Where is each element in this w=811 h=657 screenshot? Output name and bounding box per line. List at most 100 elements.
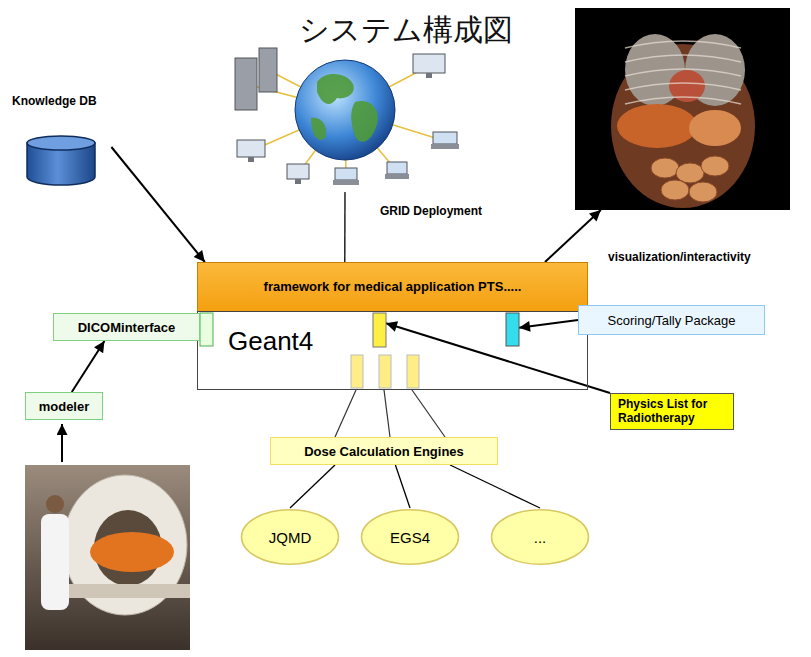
engine-port [407,355,419,388]
laptop-screen [335,168,357,180]
continent [311,118,326,140]
leader-line [412,390,445,437]
connector [545,210,601,262]
diagram-title: システム構成図 [299,10,513,51]
visualization-figure-shape [575,8,790,210]
physics-list-box: Physics List for Radiotherapy [610,393,734,430]
patient-table [60,584,190,598]
globe-land [311,74,378,142]
database-cylinder [27,136,95,185]
laptop-screen [387,162,407,174]
grid-label: GRID Deployment [380,204,482,218]
leader-line [335,390,356,437]
laptop-base [431,144,459,149]
server-icon [259,48,277,92]
connector [72,341,105,392]
intestine [651,158,679,178]
monitor-icon [237,140,265,157]
cylinder-top [27,136,95,150]
database-figure-shape [25,134,97,186]
engine-oval: EGS4 [360,508,460,566]
patient-figure [90,532,174,572]
photo-ground [25,465,190,650]
rib [625,97,741,104]
connector [111,147,204,262]
rib [625,55,741,62]
connector [386,323,610,393]
dicom-port [200,313,213,346]
scoring-port [506,313,519,346]
liver [617,104,697,148]
operator-coat [41,514,69,610]
engine-oval: JQMD [240,508,340,566]
grid-figure-svg [225,40,465,192]
grid-figure: GRID Deployment [225,40,482,218]
database-figure-svg [25,134,97,186]
monitor-icon [413,54,445,73]
dose-engines-box: Dose Calculation Engines [270,437,498,465]
box-label: modeler [39,399,90,414]
box-label: Physics List for Radiotherapy [618,397,726,426]
stomach [689,110,741,146]
monitor-stand [248,157,254,162]
intestine [701,156,729,176]
rib [625,83,741,90]
operator-head [46,495,64,513]
geant4-label: Geant4 [228,326,587,357]
connector [395,465,410,508]
box-label: Scoring/Tally Package [608,313,736,328]
physics-port [373,313,386,347]
torso-render [611,34,755,208]
engine-port [379,355,391,388]
engine-label: ... [534,529,547,546]
intestine [689,182,717,202]
engine-leader-lines [335,390,445,437]
continent [317,74,354,104]
intestine [661,180,689,200]
grid-figure-shape [225,40,465,192]
engine-label: JQMD [269,529,312,546]
laptop-screen [433,132,457,144]
input-arrow [61,424,63,462]
intestine [676,163,704,183]
oval-shape [362,510,459,565]
modeler-box: modeler [25,392,103,420]
network-devices [235,48,459,185]
oval-shape [242,510,339,565]
continent [351,101,377,142]
connector [290,465,335,508]
connector [519,320,578,328]
visualization-label: visualization/interactivity [608,250,790,264]
laptop-base [385,174,409,179]
engine-label: EGS4 [390,529,430,546]
laptop-base [333,180,359,185]
globe [295,60,395,160]
rib [625,41,741,48]
visualization-figure: visualization/interactivity [572,8,790,264]
scoring-box: Scoring/Tally Package [578,305,765,335]
geant4-box: Geant4 [197,311,588,390]
visualization-figure-svg [575,8,790,210]
connector [344,192,346,262]
engine-port [351,355,363,388]
image-ground [575,8,790,210]
engine-oval: ... [490,508,590,566]
box-label: DICOMinterface [78,320,176,335]
dicom-interface-box: DICOMinterface [53,313,200,341]
monitor-stand [426,73,432,78]
monitor-icon [287,164,309,179]
rib [625,69,741,76]
oval-shape [492,510,589,565]
framework-band: framework for medical application PTS...… [197,262,588,312]
database-label: Knowledge DB [12,94,97,108]
box-label: Dose Calculation Engines [304,444,464,459]
leader-line [384,390,390,437]
database-figure: Knowledge DB [12,94,97,186]
connector [450,465,540,508]
mri-photo [25,465,190,650]
monitor-stand [295,179,301,184]
server-icon [235,58,257,110]
framework-label: framework for medical application PTS...… [264,279,522,295]
